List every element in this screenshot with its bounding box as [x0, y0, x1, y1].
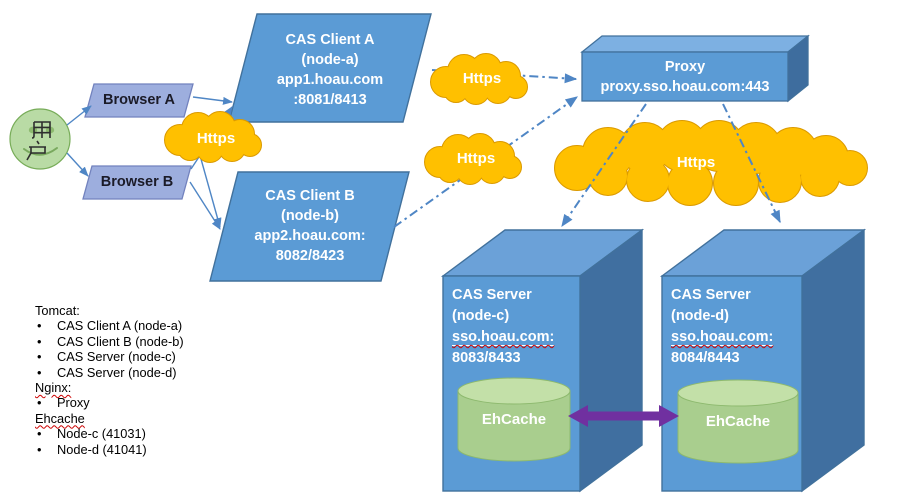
ehcache-d-label: EhCache	[705, 413, 771, 430]
user-smile	[23, 147, 58, 156]
proxy-server-connectors	[561, 103, 781, 228]
legend-title-tomcat: Tomcat:	[35, 303, 80, 318]
cas-client-b-shape	[209, 171, 410, 282]
ehcache-d-cylinder	[677, 379, 799, 464]
legend-item: •Node-d (41041)	[37, 441, 147, 457]
cas-client-a-shape	[228, 13, 432, 123]
user-glyph-yong	[31, 121, 51, 139]
server-c-host: sso.hoau.com:	[452, 329, 555, 346]
user-eye-left	[28, 126, 38, 134]
legend-item: •Proxy	[37, 395, 90, 411]
ehcache-c-cylinder	[457, 377, 571, 462]
server-d-host: sso.hoau.com:	[671, 329, 774, 346]
ehcache-c-label: EhCache	[481, 411, 547, 428]
legend-title-ehcache: Ehcache	[35, 410, 85, 426]
https-label-1: Https	[196, 130, 236, 147]
cas-server-d-label: CAS Server (node-d) sso.hoau.com: 8084/8…	[671, 287, 774, 366]
browser-b-label: Browser B	[100, 174, 174, 190]
legend: Tomcat: •CAS Client A (node-a) •CAS Clie…	[35, 303, 184, 457]
legend-title-nginx: Nginx:	[35, 379, 72, 395]
https-cloud-browsers	[164, 111, 262, 163]
legend-item: •CAS Client B (node-b)	[37, 333, 184, 349]
cas-server-c-label: CAS Server (node-c) sso.hoau.com: 8083/8…	[452, 287, 555, 366]
https-cloud-client-a	[430, 53, 528, 105]
proxy-label: Proxy proxy.sso.hoau.com:443	[600, 59, 770, 95]
legend-item: •CAS Server (node-d)	[37, 364, 177, 380]
browser-a-label: Browser A	[103, 92, 175, 108]
https-label-3: Https	[456, 150, 496, 167]
legend-item: •CAS Server (node-c)	[37, 349, 176, 365]
https-cloud-client-b	[424, 133, 522, 185]
cache-sync-arrow	[568, 405, 679, 427]
cas-client-b-label: CAS Client B (node-b) app2.hoau.com: 808…	[254, 188, 366, 264]
cas-client-a-label: CAS Client A (node-a) app1.hoau.com :808…	[276, 32, 384, 108]
legend-item: •Node-c (41031)	[37, 426, 146, 442]
legend-item: •CAS Client A (node-a)	[37, 318, 183, 334]
https-label-4: Https	[676, 154, 716, 171]
https-label-2: Https	[462, 70, 502, 87]
user-glyph-hu	[26, 140, 46, 161]
user-icon	[9, 108, 71, 170]
browser-b-shape	[82, 165, 192, 200]
https-cloud-servers	[554, 120, 868, 206]
proxy-shape	[580, 34, 810, 103]
